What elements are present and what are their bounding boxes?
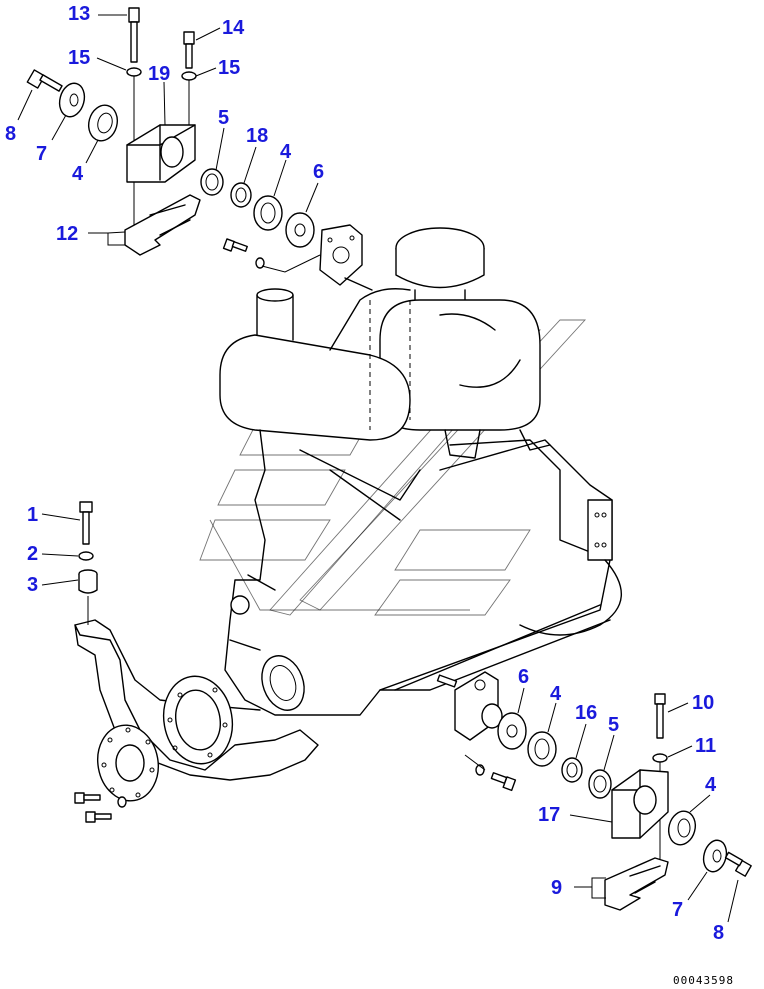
- callout-3: 3: [27, 574, 38, 596]
- bearing-4-lower-right: [667, 810, 697, 846]
- callout-13: 13: [68, 3, 90, 25]
- callout-9: 9: [551, 877, 562, 899]
- callout-5: 5: [218, 107, 229, 129]
- washer-15-left: [126, 67, 142, 77]
- callout-14: 14: [222, 17, 245, 39]
- cap-17: [611, 769, 669, 839]
- callout-18: 18: [246, 125, 268, 147]
- bearing-4-lower-left: [527, 731, 557, 767]
- engine-assembly: [219, 227, 622, 716]
- callout-4: 4: [705, 774, 717, 796]
- callout-8: 8: [713, 922, 724, 944]
- callout-labels: 13 14 15 19 15 8 7 4 5 18 4 6 12 1 2 3 6…: [5, 3, 724, 944]
- washer-6-lower: [497, 712, 527, 750]
- callout-17: 17: [538, 804, 560, 826]
- flange-plate: [97, 724, 159, 802]
- bolt-8-upper: [26, 69, 63, 92]
- bearing-4-upper-left: [87, 104, 119, 142]
- bushing-18: [230, 182, 252, 208]
- callout-16: 16: [575, 702, 597, 724]
- bracket-9: [604, 857, 669, 911]
- cap-19: [126, 124, 196, 183]
- callout-11: 11: [695, 735, 716, 757]
- bolt-13: [128, 7, 140, 63]
- bolt-14: [183, 31, 195, 69]
- bolt-lower-front: [464, 754, 517, 792]
- callout-10: 10: [692, 692, 714, 714]
- callout-4: 4: [72, 163, 84, 185]
- washer-7-lower: [702, 839, 728, 873]
- collar-5-lower: [588, 769, 612, 799]
- bolt-8-lower: [724, 851, 752, 877]
- bolts-flange: [74, 792, 127, 823]
- washer-7-upper: [58, 82, 86, 118]
- bolt-upper-front: [222, 238, 321, 273]
- callout-15: 15: [68, 47, 90, 69]
- document-number: 00043598: [673, 974, 734, 987]
- callout-12: 12: [56, 223, 78, 245]
- callout-8: 8: [5, 123, 16, 145]
- washer-11: [652, 753, 668, 763]
- callout-2: 2: [27, 543, 38, 565]
- bushing-16: [561, 757, 583, 783]
- leader-lines: [17, 14, 739, 923]
- callout-1: 1: [27, 504, 38, 526]
- washer-2: [78, 551, 94, 561]
- callout-7: 7: [672, 899, 683, 921]
- washer-15-right: [181, 71, 197, 81]
- washer-6-upper: [285, 212, 315, 248]
- bearing-4-upper-right: [253, 195, 283, 231]
- front-support-lower: [436, 671, 503, 741]
- spacer-3: [78, 569, 98, 594]
- bracket-12: [124, 194, 201, 256]
- callout-6: 6: [518, 666, 529, 688]
- callout-5: 5: [608, 714, 619, 736]
- front-support-upper: [319, 224, 373, 291]
- bolt-1: [79, 501, 93, 545]
- callout-6: 6: [313, 161, 324, 183]
- callout-7: 7: [36, 143, 47, 165]
- callout-4: 4: [550, 683, 562, 705]
- bolt-10: [654, 693, 666, 739]
- callout-19: 19: [148, 63, 170, 85]
- callout-15: 15: [218, 57, 240, 79]
- callout-4: 4: [280, 141, 292, 163]
- collar-5-upper: [200, 168, 224, 196]
